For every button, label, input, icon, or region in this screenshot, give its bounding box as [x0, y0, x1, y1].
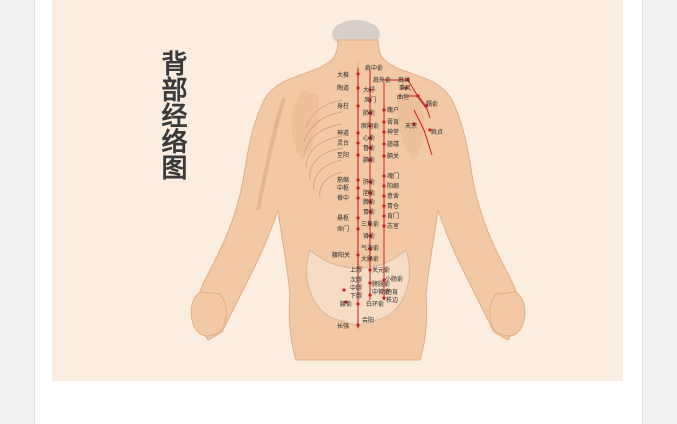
label-zhishi: 志室 — [387, 222, 399, 230]
label-huangmen: 肓门 — [387, 212, 399, 220]
label-ciliao: 次髎 — [350, 276, 362, 284]
diagram-title: 背部经络图 — [157, 50, 187, 180]
left-humerus — [256, 97, 286, 211]
label-dushu: 督俞 — [363, 144, 375, 152]
label-dachangshu: 大肠俞 — [361, 255, 379, 263]
label-dazhui: 大椎 — [337, 71, 349, 79]
label-pangguangshu: 膀胱俞 — [372, 280, 390, 288]
label-shangliao: 上髎 — [350, 266, 362, 274]
right-hand — [489, 291, 526, 337]
label-pishu: 脾俞 — [363, 198, 375, 206]
shoulder-meridian-line — [382, 79, 427, 109]
label-jizhong: 脊中 — [337, 194, 349, 202]
label-shenshu: 肾俞 — [363, 232, 375, 240]
acupoint-labels: 肩中俞 肩外俞 肩井 大椎 大杼 曲垣 秉风 陶道 风门 臑俞 身柱 肺俞 天宗… — [332, 64, 443, 330]
label-feishu: 肺俞 — [363, 109, 375, 117]
label-yishe: 意舍 — [387, 192, 399, 200]
label-zhibian: 秩边 — [386, 296, 398, 304]
label-yaoshu: 腰俞 — [340, 300, 352, 308]
label-weishu: 胃俞 — [363, 208, 375, 216]
label-taodao: 陶道 — [337, 84, 349, 92]
label-fengmen: 风门 — [364, 96, 376, 104]
label-changqiang: 长强 — [337, 322, 349, 330]
label-hunmen: 魂门 — [387, 172, 399, 180]
label-zhongliao: 中髎 — [350, 284, 362, 292]
label-xinshu: 心俞 — [363, 134, 375, 142]
label-baohuang: 胞肓 — [386, 288, 398, 296]
label-geshu: 膈俞 — [363, 156, 375, 164]
label-yanggang: 阳纲 — [387, 182, 399, 190]
label-xialiao: 下髎 — [350, 293, 362, 300]
label-geguan: 膈关 — [387, 152, 399, 160]
back-meridian-figure: 肩中俞 肩外俞 肩井 大椎 大杼 曲垣 秉风 陶道 风门 臑俞 身柱 肺俞 天宗… — [52, 0, 623, 381]
label-bingfeng: 秉风 — [399, 84, 411, 92]
label-lingtai: 灵台 — [337, 139, 349, 147]
label-baihuanshu: 白环俞 — [366, 300, 384, 308]
label-dazhu: 大杼 — [363, 86, 375, 94]
left-scapula-shade — [291, 90, 320, 160]
label-zhongshu: 中枢 — [337, 184, 349, 192]
label-pohu: 魄户 — [387, 106, 399, 114]
label-zhiyang: 至阳 — [337, 151, 349, 159]
label-ganshu: 肝俞 — [363, 178, 375, 186]
label-qihaishu: 气海俞 — [361, 244, 379, 252]
label-tianzong: 天宗 — [405, 122, 417, 130]
label-danshu: 胆俞 — [363, 189, 375, 197]
label-sanjiaoshu: 三焦俞 — [361, 220, 379, 228]
label-gaohuang: 膏肓 — [387, 118, 399, 126]
label-shenzhu: 身柱 — [337, 102, 349, 110]
small-intestine-line — [413, 109, 433, 156]
label-jianwaishu: 肩外俞 — [373, 76, 391, 84]
label-shentang: 神堂 — [387, 128, 399, 136]
label-jinsuo: 筋缩 — [337, 176, 349, 184]
label-mingmen: 命门 — [337, 225, 349, 233]
right-scapula-shade — [396, 90, 425, 160]
label-yixi: 譩譆 — [387, 140, 399, 148]
back-illustration: 肩中俞 肩外俞 肩井 大椎 大杼 曲垣 秉风 陶道 风门 臑俞 身柱 肺俞 天宗… — [190, 20, 526, 361]
rib-cage — [303, 99, 343, 199]
scapula-meridian-line — [408, 95, 431, 119]
label-xuanshu: 悬枢 — [337, 214, 349, 222]
label-xiaochangshu: 小肠俞 — [385, 275, 403, 283]
label-jianzhongshu: 肩中俞 — [365, 64, 383, 72]
label-huiyang: 会阳 — [362, 316, 374, 324]
label-guanyuanshu: 关元俞 — [372, 266, 390, 274]
label-quyuan: 曲垣 — [397, 93, 409, 101]
label-zhonglushu: 中膂俞 — [372, 288, 390, 296]
left-hand — [190, 291, 227, 337]
label-shendao: 神道 — [337, 129, 349, 137]
label-jueyinshu: 厥阴俞 — [361, 122, 379, 130]
acupoint-dots — [342, 72, 432, 327]
label-yaoyangguan: 腰阳关 — [332, 251, 350, 259]
label-jianzhen: 肩贞 — [431, 128, 443, 136]
label-naoshu: 臑俞 — [426, 100, 438, 108]
label-jianjing: 肩井 — [398, 76, 410, 84]
label-weicang: 胃仓 — [387, 202, 399, 210]
